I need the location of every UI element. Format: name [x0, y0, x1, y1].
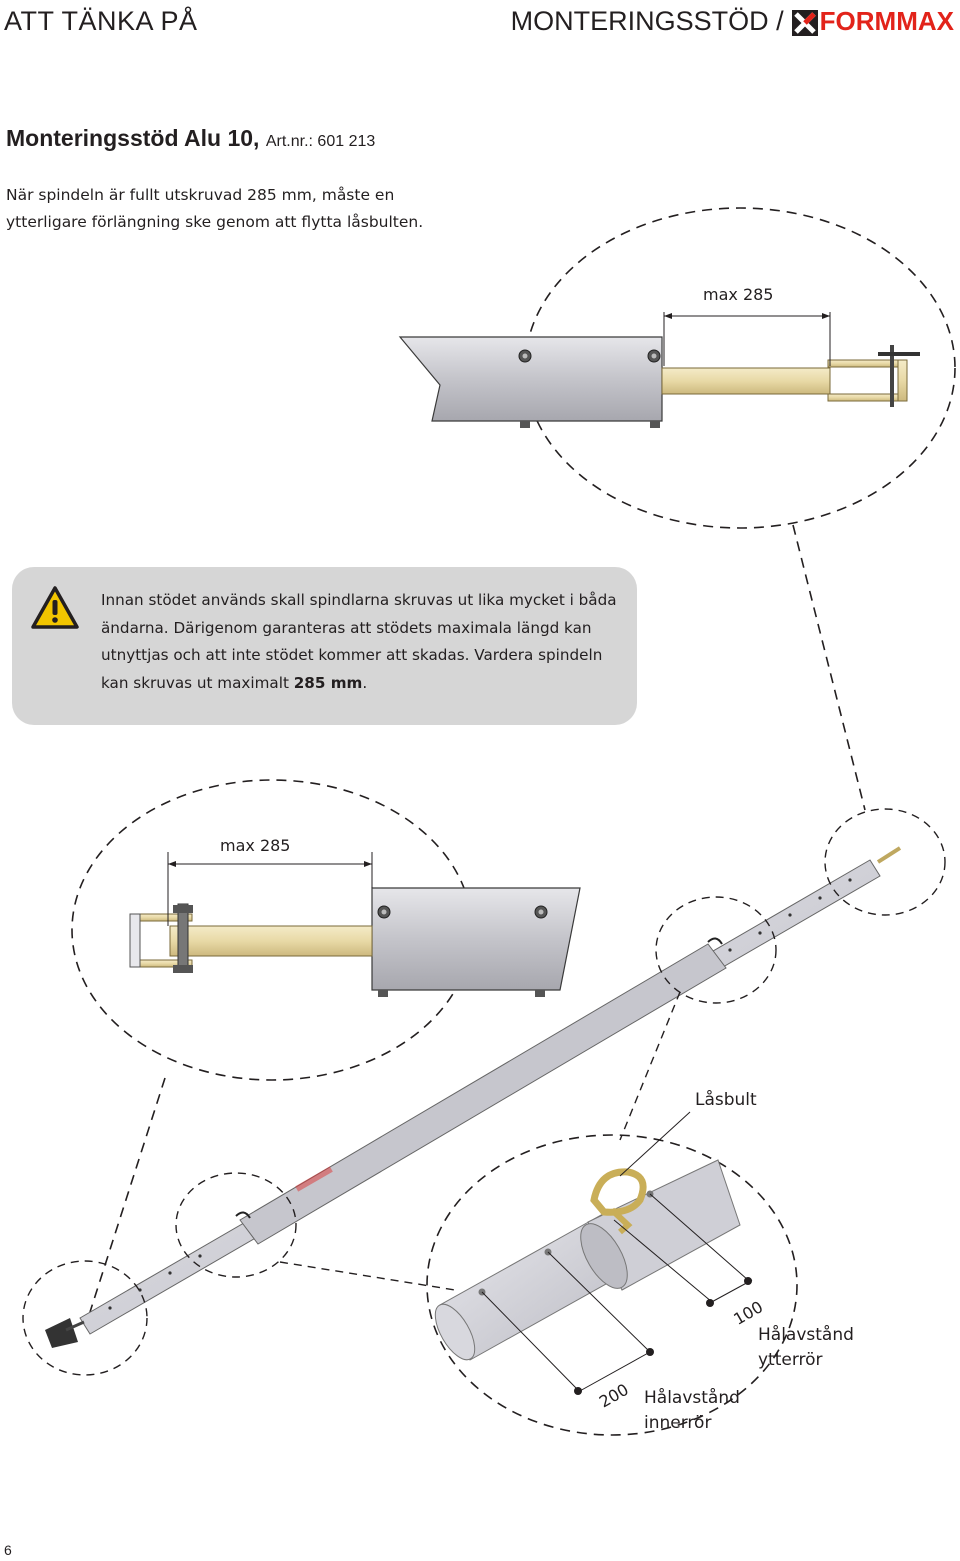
- warning-max-length: 285 mm: [293, 673, 363, 692]
- intro-paragraph: När spindeln är fullt utskruvad 285 mm, …: [6, 186, 424, 231]
- connector-line-bottom: [89, 1077, 166, 1313]
- top-dimension-label: max 285: [703, 285, 773, 304]
- detail-circle-left-lock: [175, 1172, 297, 1278]
- article-label: Art.nr.: [265, 133, 309, 150]
- page-number: 6: [4, 1542, 12, 1558]
- top-detail-circle: max 285: [398, 207, 956, 529]
- section-title: ATT TÄNKA PÅ: [4, 6, 198, 36]
- brand-logo-icon: [791, 9, 818, 36]
- hole-spacing-inner-label-1: Hålavstånd: [644, 1387, 740, 1408]
- detail-circle-right-end: [824, 808, 946, 916]
- hole-spacing-inner-label-2: innerrör: [644, 1413, 711, 1433]
- bottom-detail-circle: max 285: [71, 779, 581, 1081]
- bottom-dimension-label: max 285: [220, 836, 290, 855]
- hole-spacing-outer-label-2: ytterrör: [758, 1350, 823, 1370]
- product-name: Monteringsstöd Alu 10,: [6, 125, 260, 151]
- warning-text: Innan stödet används skall spindlarna sk…: [101, 591, 617, 692]
- warning-triangle-icon: [31, 586, 79, 629]
- brand-name: FORMMAX: [819, 6, 954, 36]
- hole-spacing-outer-label-1: Hålavstånd: [758, 1324, 854, 1345]
- warning-box: Innan stödet används skall spindlarna sk…: [12, 567, 637, 725]
- detail-circle-right-lock: [655, 896, 777, 1004]
- long-support: [45, 846, 902, 1348]
- header-category: MONTERINGSSTÖD /: [510, 6, 784, 36]
- lock-bolt-detail: Låsbult 100 Hålavstånd ytterrör 200 Håla…: [426, 1089, 854, 1436]
- lock-bolt-label: Låsbult: [695, 1089, 757, 1110]
- page-header-right: MONTERINGSSTÖD / FORMMAX: [511, 6, 954, 37]
- article-number: : 601 213: [308, 133, 376, 150]
- connector-line-top: [792, 524, 866, 811]
- hole-spacing-inner-value: 200: [596, 1380, 632, 1412]
- detail-circle-left-end: [22, 1260, 148, 1376]
- product-title: Monteringsstöd Alu 10, Art.nr.: 601 213: [6, 125, 375, 152]
